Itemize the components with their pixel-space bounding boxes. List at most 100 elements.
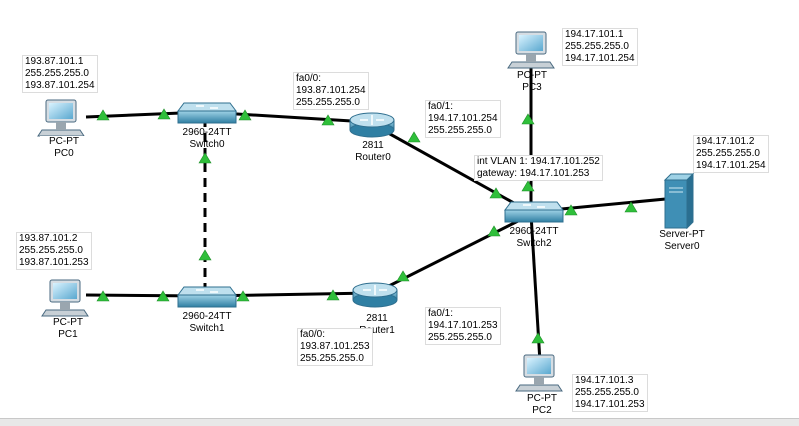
link-up-indicator — [521, 113, 535, 125]
link-up-indicator — [521, 180, 535, 192]
link-up-indicator — [238, 109, 252, 121]
interface-name: fa0/1: — [428, 101, 454, 112]
link-up-indicator — [96, 290, 110, 302]
pc2-label: PC-PT PC2 — [518, 393, 566, 417]
default-gateway: gateway: 194.17.101.253 — [477, 168, 590, 179]
pc2-model: PC-PT — [527, 393, 557, 404]
server0-name: Server0 — [664, 241, 700, 252]
link-up-indicator — [326, 289, 340, 301]
router1-fa01-config-note[interactable]: fa0/1: 194.17.101.253 255.255.255.0 — [425, 307, 501, 345]
workspace-scrollbar[interactable] — [0, 418, 799, 426]
router1-model: 2811 — [366, 313, 388, 324]
pc1-name: PC1 — [58, 329, 78, 340]
ip-address: 194.17.101.254 — [428, 113, 498, 124]
router1-device[interactable] — [352, 282, 398, 308]
pc0-device[interactable] — [37, 99, 85, 137]
pc1-model: PC-PT — [53, 317, 83, 328]
link-up-indicator — [489, 187, 503, 199]
default-gateway: 194.17.101.254 — [565, 53, 635, 64]
subnet-mask: 255.255.255.0 — [696, 148, 760, 159]
pc3-device[interactable] — [507, 31, 555, 69]
default-gateway: 194.17.101.254 — [696, 160, 766, 171]
router0-fa01-config-note[interactable]: fa0/1: 194.17.101.254 255.255.255.0 — [425, 100, 501, 138]
pc1-config-note[interactable]: 193.87.101.2 255.255.255.0 193.87.101.25… — [16, 232, 92, 270]
switch2-vlan-config-note[interactable]: int VLAN 1: 194.17.101.252 gateway: 194.… — [474, 155, 603, 181]
switch0-model: 2960-24TT — [182, 127, 232, 138]
pc0-label: PC-PT PC0 — [40, 136, 88, 160]
ip-address: 194.17.101.1 — [565, 29, 624, 40]
link-up-indicator — [236, 290, 250, 302]
pc3-config-note[interactable]: 194.17.101.1 255.255.255.0 194.17.101.25… — [562, 28, 638, 66]
switch1-label: 2960-24TT Switch1 — [176, 311, 238, 335]
switch1-model: 2960-24TT — [182, 311, 232, 322]
subnet-mask: 255.255.255.0 — [25, 68, 89, 79]
link-up-indicator — [487, 225, 501, 237]
interface-name: fa0/0: — [300, 329, 326, 340]
default-gateway: 193.87.101.254 — [25, 80, 95, 91]
router0-device[interactable] — [349, 112, 395, 138]
link-up-indicator — [396, 270, 410, 282]
link-up-indicator — [531, 332, 545, 344]
router0-name: Router0 — [355, 152, 391, 163]
pc3-model: PC-PT — [517, 70, 547, 81]
router1-label: 2811 Router1 — [352, 313, 402, 337]
default-gateway: 193.87.101.253 — [19, 257, 89, 268]
interface-name: fa0/0: — [296, 73, 322, 84]
switch0-label: 2960-24TT Switch0 — [176, 127, 238, 151]
link-router0-switch2[interactable] — [371, 122, 531, 214]
link-up-indicator — [198, 249, 212, 261]
switch2-device[interactable] — [504, 201, 564, 223]
pc1-label: PC-PT PC1 — [44, 317, 92, 341]
subnet-mask: 255.255.255.0 — [428, 332, 492, 343]
link-up-indicator — [96, 109, 110, 121]
server0-device[interactable] — [663, 172, 695, 230]
link-up-indicator — [321, 114, 335, 126]
link-up-indicator — [564, 204, 578, 216]
default-gateway: 194.17.101.253 — [575, 399, 645, 410]
link-up-indicator — [407, 131, 421, 143]
pc2-device[interactable] — [515, 354, 563, 392]
link-up-indicator — [624, 201, 638, 213]
subnet-mask: 255.255.255.0 — [565, 41, 629, 52]
switch0-device[interactable] — [177, 102, 237, 124]
link-up-indicator — [198, 152, 212, 164]
link-status — [96, 108, 638, 344]
subnet-mask: 255.255.255.0 — [19, 245, 83, 256]
subnet-mask: 255.255.255.0 — [575, 387, 639, 398]
subnet-mask: 255.255.255.0 — [300, 353, 364, 364]
ip-address: 194.17.101.3 — [575, 375, 634, 386]
pc3-label: PC-PT PC3 — [508, 70, 556, 94]
server0-label: Server-PT Server0 — [652, 229, 712, 253]
server0-config-note[interactable]: 194.17.101.2 255.255.255.0 194.17.101.25… — [693, 135, 769, 173]
pc3-name: PC3 — [522, 82, 542, 93]
link-up-indicator — [157, 108, 171, 120]
link-up-indicator — [156, 290, 170, 302]
ip-address: 193.87.101.1 — [25, 56, 84, 67]
pc2-config-note[interactable]: 194.17.101.3 255.255.255.0 194.17.101.25… — [572, 374, 648, 412]
pc1-device[interactable] — [41, 279, 89, 317]
interface-name: fa0/1: — [428, 308, 454, 319]
pc0-name: PC0 — [54, 148, 74, 159]
switch0-name: Switch0 — [189, 139, 225, 150]
router0-model: 2811 — [362, 140, 384, 151]
switch1-device[interactable] — [177, 286, 237, 308]
switch1-name: Switch1 — [189, 323, 225, 334]
router1-fa00-config-note[interactable]: fa0/0: 193.87.101.253 255.255.255.0 — [297, 328, 373, 366]
subnet-mask: 255.255.255.0 — [296, 97, 360, 108]
pc2-name: PC2 — [532, 405, 552, 416]
switch2-label: 2960-24TT Switch2 — [503, 226, 565, 250]
ip-address: 193.87.101.2 — [19, 233, 78, 244]
pc0-config-note[interactable]: 193.87.101.1 255.255.255.0 193.87.101.25… — [22, 55, 98, 93]
router0-fa00-config-note[interactable]: fa0/0: 193.87.101.254 255.255.255.0 — [293, 72, 369, 110]
router1-name: Router1 — [359, 325, 395, 336]
vlan-interface: int VLAN 1: 194.17.101.252 — [477, 156, 600, 167]
router0-label: 2811 Router0 — [348, 140, 398, 164]
ip-address: 193.87.101.253 — [300, 341, 370, 352]
switch2-name: Switch2 — [516, 238, 552, 249]
pc0-model: PC-PT — [49, 136, 79, 147]
ip-address: 194.17.101.253 — [428, 320, 498, 331]
ip-address: 194.17.101.2 — [696, 136, 755, 147]
subnet-mask: 255.255.255.0 — [428, 125, 492, 136]
switch2-model: 2960-24TT — [509, 226, 559, 237]
